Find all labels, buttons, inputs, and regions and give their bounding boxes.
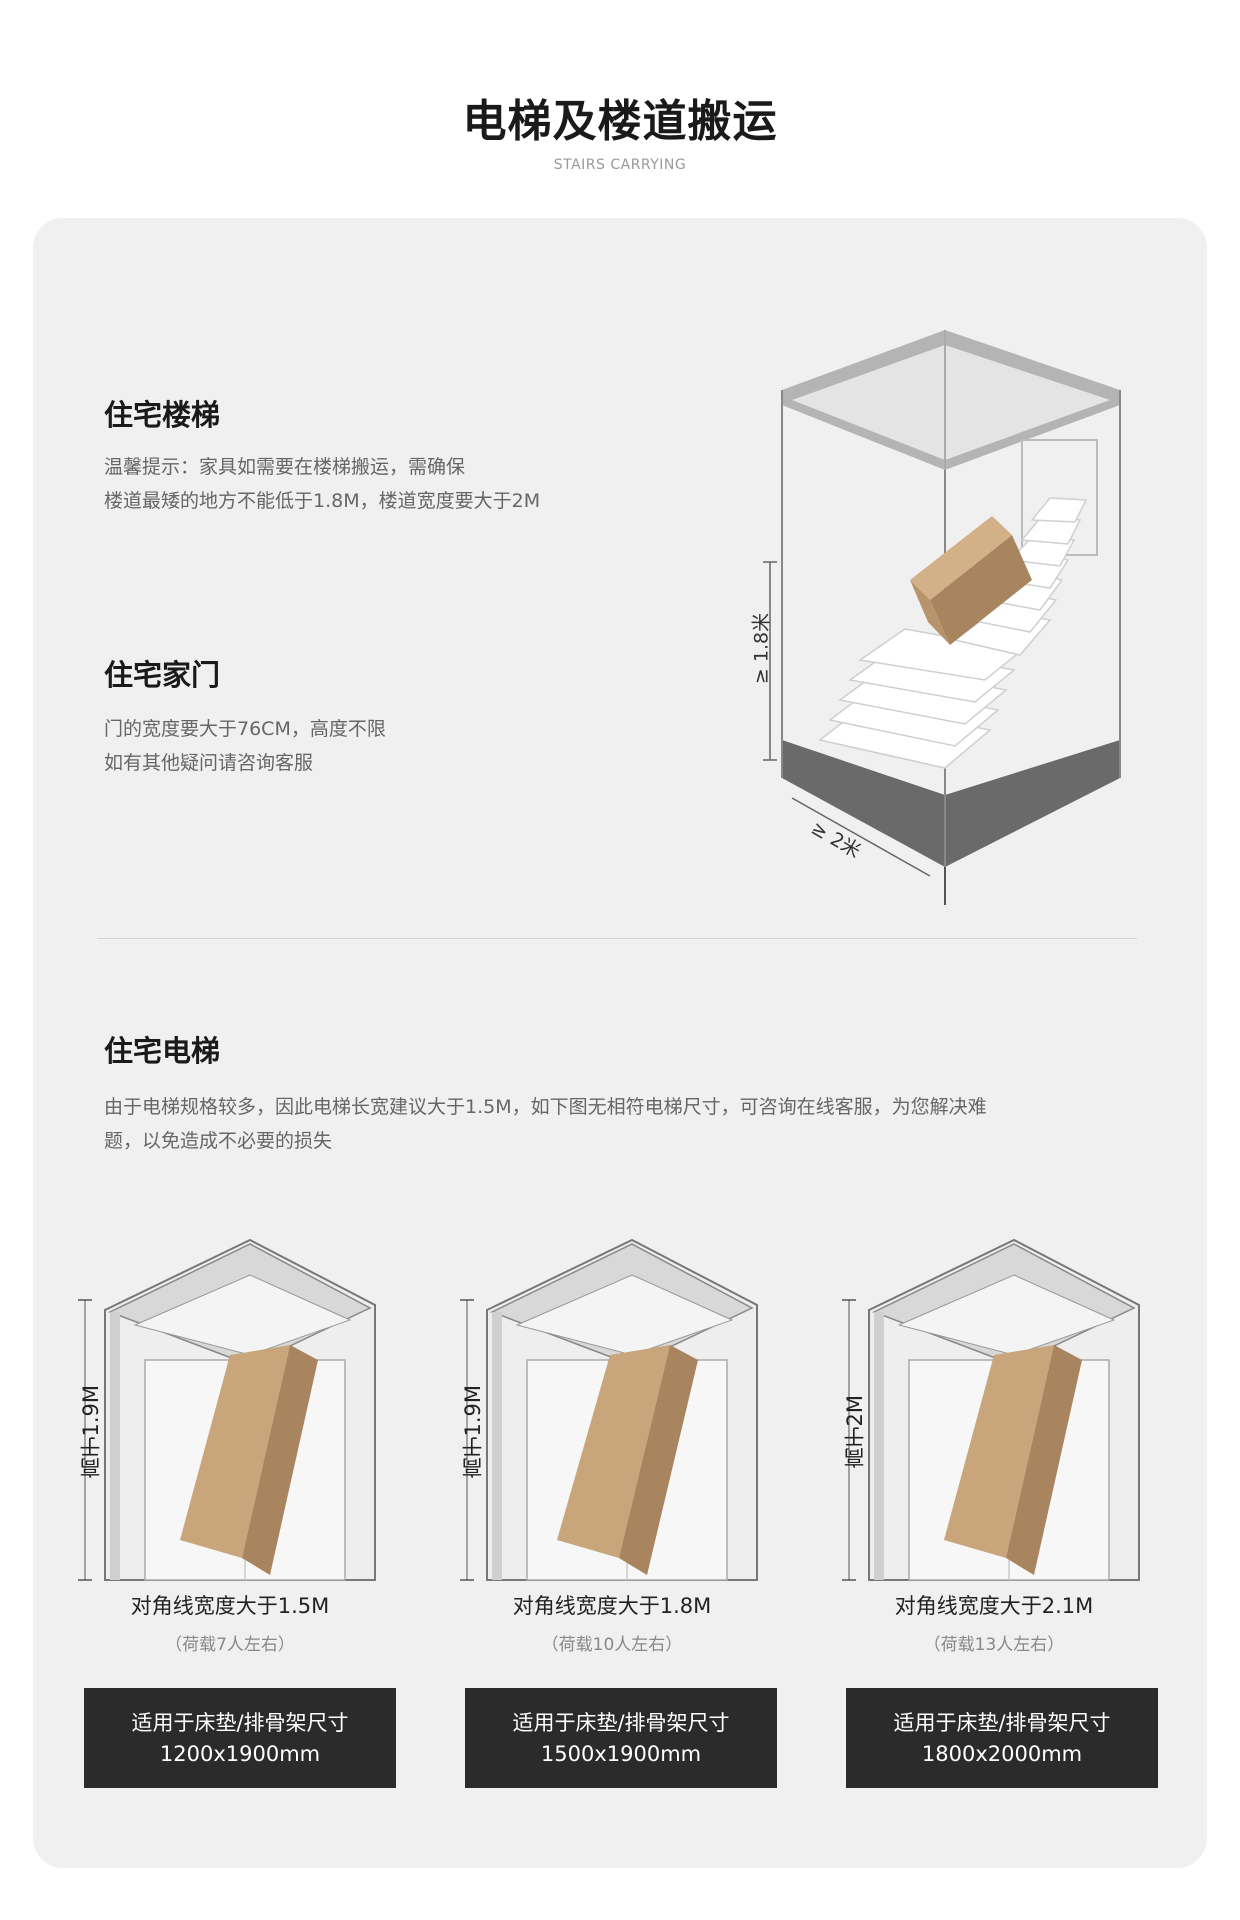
mattress-size-title-2: 适用于床垫/排骨架尺寸 [512,1711,730,1735]
elevator-line-2: 题，以免造成不必要的损失 [104,1130,333,1152]
section-divider [97,938,1137,939]
stairs-line-1: 温馨提示：家具如需要在楼梯搬运，需确保 [104,456,466,478]
elevator-option-3: 高于2M 对角线宽度大于2.1M （荷载13人左右） [834,1230,1154,1655]
content-card [33,218,1207,1868]
door-line-2: 如有其他疑问请咨询客服 [104,752,314,774]
stairs-title: 住宅楼梯 [104,398,221,432]
door-line-1: 门的宽度要大于76CM，高度不限 [104,718,386,740]
mattress-size-box-2: 适用于床垫/排骨架尺寸 1500x1900mm [465,1688,777,1788]
mattress-size-box-1: 适用于床垫/排骨架尺寸 1200x1900mm [84,1688,396,1788]
door-title: 住宅家门 [104,658,221,692]
mattress-size-title-1: 适用于床垫/排骨架尺寸 [131,1711,349,1735]
stairwell-illustration: ≥ 1.8米 ≥ 2米 [730,320,1170,924]
elevator-line-1: 由于电梯规格较多，因此电梯长宽建议大于1.5M，如下图无相符电梯尺寸，可咨询在线… [104,1096,987,1118]
elevator-load-2: （荷载10人左右） [541,1635,683,1655]
elevator-title: 住宅电梯 [104,1034,221,1068]
mattress-size-box-3: 适用于床垫/排骨架尺寸 1800x2000mm [846,1688,1158,1788]
elevator-option-2: 高于1.9M 对角线宽度大于1.8M （荷载10人左右） [452,1230,772,1655]
stairs-line-2: 楼道最矮的地方不能低于1.8M，楼道宽度要大于2M [104,490,541,512]
elevator-height-1: 高于1.9M [79,1385,103,1479]
stair-height-label: ≥ 1.8米 [750,612,773,685]
mattress-size-value-3: 1800x2000mm [921,1742,1083,1766]
elevator-height-3: 高于2M [843,1395,867,1469]
elevator-option-1: 高于1.9M 对角线宽度大于1.5M （荷载7人左右） [70,1230,390,1655]
mattress-size-title-3: 适用于床垫/排骨架尺寸 [893,1711,1111,1735]
page-title: 电梯及楼道搬运 [462,96,778,147]
mattress-size-value-1: 1200x1900mm [159,1742,321,1766]
elevator-diagonal-3: 对角线宽度大于2.1M [894,1594,1094,1618]
elevator-height-2: 高于1.9M [461,1385,485,1479]
elevator-diagonal-1: 对角线宽度大于1.5M [130,1594,330,1618]
elevator-diagonal-2: 对角线宽度大于1.8M [512,1594,712,1618]
mattress-size-value-2: 1500x1900mm [540,1742,702,1766]
elevator-load-3: （荷载13人左右） [923,1635,1065,1655]
elevator-load-1: （荷载7人左右） [165,1635,295,1655]
page-subtitle: STAIRS CARRYING [553,157,687,173]
